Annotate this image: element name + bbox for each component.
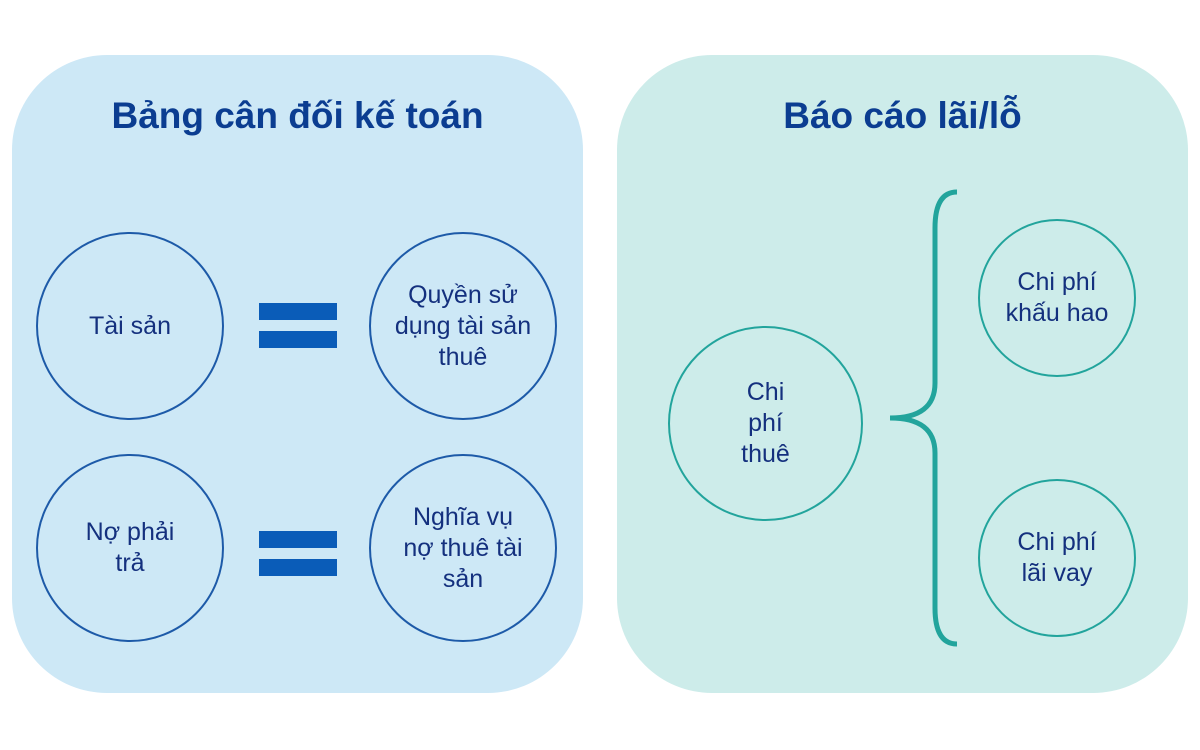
liabilities-circle: Nợ phải trả	[36, 454, 224, 642]
right-of-use-asset-circle: Quyền sử dụng tài sản thuê	[369, 232, 557, 420]
equals-sign-bottom-bar	[259, 559, 337, 576]
equals-sign-bottom-bar	[259, 331, 337, 348]
lease-liability-circle: Nghĩa vụ nợ thuê tài sản	[369, 454, 557, 642]
assets-circle: Tài sản	[36, 232, 224, 420]
balance-sheet-title: Bảng cân đối kế toán	[111, 95, 484, 136]
lease-expense-circle: Chi phí thuê	[668, 326, 863, 521]
income-statement-panel: Báo cáo lãi/lỗ Chi phí thuê Chi phí khấu…	[617, 55, 1188, 693]
depreciation-expense-circle: Chi phí khấu hao	[978, 219, 1136, 377]
balance-sheet-panel: Bảng cân đối kế toán Tài sản Quyền sử dụ…	[12, 55, 583, 693]
equals-sign-top-bar	[259, 303, 337, 320]
interest-expense-circle: Chi phí lãi vay	[978, 479, 1136, 637]
curly-brace-icon	[889, 189, 958, 647]
equals-sign-top-bar	[259, 531, 337, 548]
income-statement-title: Báo cáo lãi/lỗ	[783, 95, 1022, 136]
